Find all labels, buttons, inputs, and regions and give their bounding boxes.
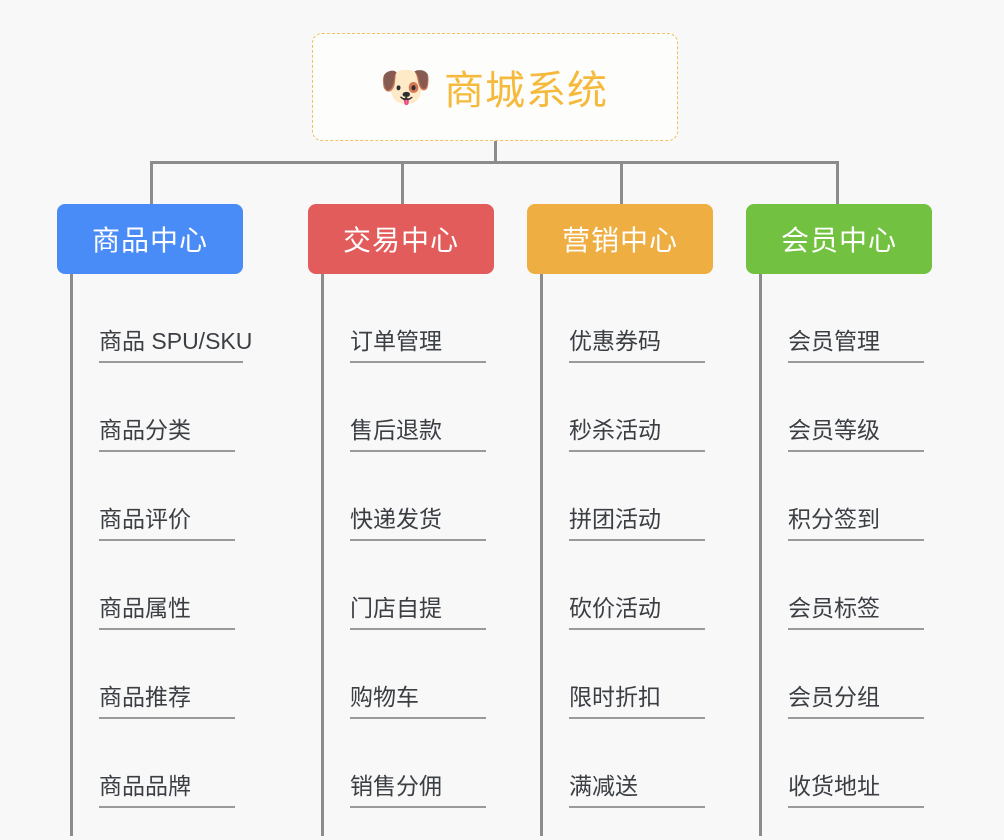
branch-title-4: 会员中心 [780,225,897,256]
leaf-label: 商品分类 [99,411,235,452]
leaf-label: 销售分佣 [350,767,486,808]
list-item[interactable]: 优惠券码 [543,274,713,363]
list-item[interactable]: 会员管理 [762,274,932,363]
leaf-label: 门店自提 [350,589,486,630]
list-item[interactable]: 会员分组 [762,630,932,719]
list-item[interactable]: 收货地址 [762,719,932,808]
leaf-label: 优惠券码 [569,322,705,363]
list-item[interactable]: 满减送 [543,719,713,808]
branch-header-3[interactable]: 营销中心 [527,204,713,274]
leaf-label: 会员管理 [788,322,924,363]
list-item[interactable]: 售后退款 [324,363,494,452]
leaf-list-3: 优惠券码 秒杀活动 拼团活动 砍价活动 限时折扣 满减送 [540,274,713,836]
leaf-label: 订单管理 [350,322,486,363]
list-item[interactable]: 快递发货 [324,452,494,541]
leaf-label: 积分签到 [788,500,924,541]
leaf-label: 商品属性 [99,589,235,630]
connector-drop-3 [620,161,623,204]
connector-drop-4 [836,161,839,204]
leaf-list-1: 商品 SPU/SKU 商品分类 商品评价 商品属性 商品推荐 商品品牌 [70,274,252,836]
list-item[interactable]: 商品推荐 [73,630,243,719]
list-item[interactable]: 销售分佣 [324,719,494,808]
connector-drop-2 [401,161,404,204]
list-item[interactable]: 门店自提 [324,541,494,630]
list-item[interactable]: 商品评价 [73,452,243,541]
list-item[interactable]: 拼团活动 [543,452,713,541]
list-item[interactable]: 秒杀活动 [543,363,713,452]
shiba-dog-face-icon: 🐶 [379,63,433,110]
branch-column-4: 会员中心 会员管理 会员等级 积分签到 会员标签 会员分组 收货地址 [746,204,932,836]
branch-column-3: 营销中心 优惠券码 秒杀活动 拼团活动 砍价活动 限时折扣 满减送 [527,204,713,836]
list-item[interactable]: 订单管理 [324,274,494,363]
leaf-label: 会员分组 [788,678,924,719]
connector-root-stem [494,141,497,163]
leaf-label: 商品推荐 [99,678,235,719]
leaf-label: 砍价活动 [569,589,705,630]
root-title: 商城系统 [444,69,608,113]
list-item[interactable]: 商品 SPU/SKU [73,274,252,363]
leaf-label: 拼团活动 [569,500,705,541]
branch-title-2: 交易中心 [342,225,459,256]
leaf-label: 满减送 [569,767,705,808]
connector-horizontal-bar [150,161,839,164]
branch-header-1[interactable]: 商品中心 [57,204,243,274]
root-node[interactable]: 🐶 商城系统 [312,33,678,141]
list-item[interactable]: 购物车 [324,630,494,719]
leaf-label: 秒杀活动 [569,411,705,452]
list-item[interactable]: 商品分类 [73,363,243,452]
list-item[interactable]: 限时折扣 [543,630,713,719]
leaf-label: 会员标签 [788,589,924,630]
list-item[interactable]: 商品属性 [73,541,243,630]
branch-column-2: 交易中心 订单管理 售后退款 快递发货 门店自提 购物车 销售分佣 [308,204,494,836]
leaf-list-4: 会员管理 会员等级 积分签到 会员标签 会员分组 收货地址 [759,274,932,836]
leaf-label: 限时折扣 [569,678,705,719]
leaf-label: 商品 SPU/SKU [99,322,252,363]
list-item[interactable]: 会员等级 [762,363,932,452]
list-item[interactable]: 会员标签 [762,541,932,630]
leaf-label: 商品品牌 [99,767,235,808]
leaf-label: 快递发货 [350,500,486,541]
leaf-list-2: 订单管理 售后退款 快递发货 门店自提 购物车 销售分佣 [321,274,494,836]
leaf-label: 会员等级 [788,411,924,452]
branch-header-2[interactable]: 交易中心 [308,204,494,274]
list-item[interactable]: 商品品牌 [73,719,243,808]
branch-header-4[interactable]: 会员中心 [746,204,932,274]
leaf-label: 商品评价 [99,500,235,541]
leaf-label: 收货地址 [788,767,924,808]
leaf-label: 购物车 [350,678,486,719]
branch-title-3: 营销中心 [561,225,678,256]
list-item[interactable]: 砍价活动 [543,541,713,630]
leaf-label: 售后退款 [350,411,486,452]
connector-drop-1 [150,161,153,204]
list-item[interactable]: 积分签到 [762,452,932,541]
branch-column-1: 商品中心 商品 SPU/SKU 商品分类 商品评价 商品属性 商品推荐 商品品牌 [57,204,252,836]
branch-title-1: 商品中心 [91,225,208,256]
